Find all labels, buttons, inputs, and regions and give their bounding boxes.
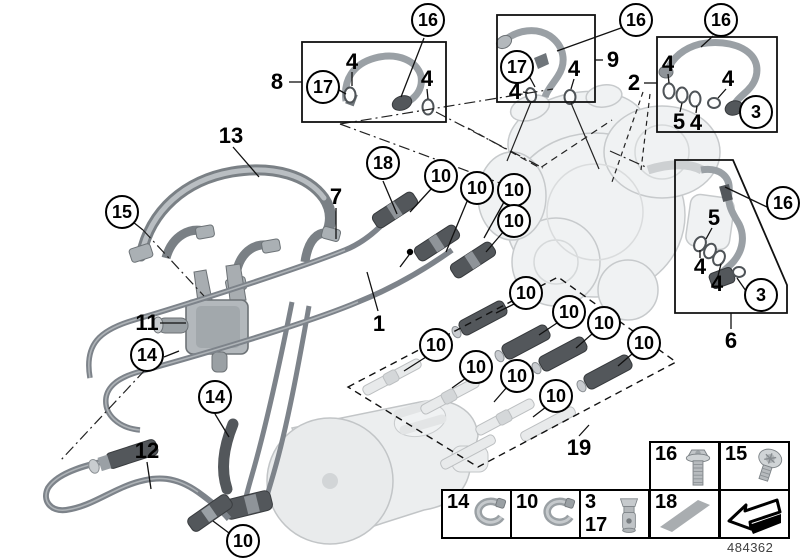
callout-circle-10[interactable]: 10 <box>627 326 661 360</box>
part-label-4[interactable]: 4 <box>710 271 724 296</box>
part-label-7[interactable]: 7 <box>329 184 343 209</box>
clamp-icon <box>474 497 507 527</box>
legend-number: 3 <box>585 491 597 513</box>
part-label-12[interactable]: 12 <box>134 438 160 463</box>
bolt-icon <box>685 449 711 486</box>
part-label-11[interactable]: 11 <box>135 310 159 335</box>
part-label-13[interactable]: 13 <box>218 123 244 148</box>
callout-circle-10[interactable]: 10 <box>539 379 573 413</box>
callout-circle-16[interactable]: 16 <box>704 3 738 37</box>
callout-circle-10[interactable]: 10 <box>552 295 586 329</box>
part-label-9[interactable]: 9 <box>606 47 620 72</box>
callout-circle-18[interactable]: 18 <box>366 146 400 180</box>
legend-cell-3-17[interactable]: 3 17 <box>579 489 650 539</box>
box-part-2 <box>656 36 778 133</box>
callout-circle-17[interactable]: 17 <box>306 70 340 104</box>
hose-8-drawing <box>341 52 435 116</box>
part-label-8[interactable]: 8 <box>270 69 284 94</box>
legend-number: 14 <box>447 491 470 513</box>
coolant-pipes-vertical <box>217 301 312 520</box>
box-part-6 <box>674 159 788 314</box>
gasket-strip-icon <box>659 500 710 532</box>
box-part-19-dashed <box>346 276 678 468</box>
oil-line-6-drawing <box>693 165 746 289</box>
part-label-4[interactable]: 4 <box>721 66 735 91</box>
leader-lines <box>132 27 768 534</box>
legend-number: 18 <box>655 491 678 513</box>
screw-icon <box>758 448 783 482</box>
direction-arrow-icon <box>727 498 781 534</box>
callout-circle-16[interactable]: 16 <box>619 3 653 37</box>
part-label-4[interactable]: 4 <box>567 56 581 81</box>
callout-circle-14[interactable]: 14 <box>130 338 164 372</box>
figure-part-number: 484362 <box>727 540 774 555</box>
callout-circle-10[interactable]: 10 <box>460 171 494 205</box>
legend-cell-16[interactable]: 16 <box>649 441 720 491</box>
part-label-5[interactable]: 5 <box>707 205 721 230</box>
part-label-4[interactable]: 4 <box>689 110 703 135</box>
legend-number: 10 <box>516 491 539 513</box>
callout-circle-10[interactable]: 10 <box>497 173 531 207</box>
hose-2-drawing <box>658 39 761 116</box>
legend-number: 17 <box>585 514 608 536</box>
callout-circle-10[interactable]: 10 <box>459 350 493 384</box>
part-label-1[interactable]: 1 <box>372 311 386 336</box>
legend-number: 15 <box>725 443 748 465</box>
callout-circle-10[interactable]: 10 <box>509 276 543 310</box>
callout-circle-10[interactable]: 10 <box>424 159 458 193</box>
legend-cell-18[interactable]: 18 <box>649 489 720 539</box>
hose-12-drawing <box>43 439 233 532</box>
clamp-icon <box>543 497 576 527</box>
legend-cell-10[interactable]: 10 <box>510 489 581 539</box>
part-label-4[interactable]: 4 <box>693 254 707 279</box>
callout-circle-10[interactable]: 10 <box>500 359 534 393</box>
part-label-4[interactable]: 4 <box>345 49 359 74</box>
callout-circle-16[interactable]: 16 <box>411 3 445 37</box>
callout-circle-15[interactable]: 15 <box>105 195 139 229</box>
callout-circle-10[interactable]: 10 <box>497 204 531 238</box>
hose-9-drawing <box>495 27 577 105</box>
legend-cell-direction <box>719 489 790 539</box>
callout-circle-3[interactable]: 3 <box>744 278 778 312</box>
legend-cell-15[interactable]: 15 <box>719 441 790 491</box>
part-label-5[interactable]: 5 <box>672 109 686 134</box>
callout-circle-14[interactable]: 14 <box>198 380 232 414</box>
part-label-4[interactable]: 4 <box>508 79 522 104</box>
banjo-bolt-icon <box>619 498 639 533</box>
part-label-4[interactable]: 4 <box>661 51 675 76</box>
valve-drawing <box>152 263 249 373</box>
water-pump-drawing <box>266 398 489 545</box>
callout-circle-10[interactable]: 10 <box>587 306 621 340</box>
part-label-2[interactable]: 2 <box>627 70 641 95</box>
part-label-19[interactable]: 19 <box>566 435 592 460</box>
vacuum-pipes-drawing <box>86 212 454 433</box>
legend-cell-14[interactable]: 14 <box>441 489 512 539</box>
callout-circle-16[interactable]: 16 <box>766 186 800 220</box>
callout-circle-17[interactable]: 17 <box>500 50 534 84</box>
legend-number: 16 <box>655 443 678 465</box>
part-label-6[interactable]: 6 <box>724 328 738 353</box>
callout-circle-10[interactable]: 10 <box>226 524 260 558</box>
box-part-9 <box>496 14 596 103</box>
callout-circle-3[interactable]: 3 <box>739 95 773 129</box>
callout-circle-10[interactable]: 10 <box>419 328 453 362</box>
part-label-4[interactable]: 4 <box>420 66 434 91</box>
